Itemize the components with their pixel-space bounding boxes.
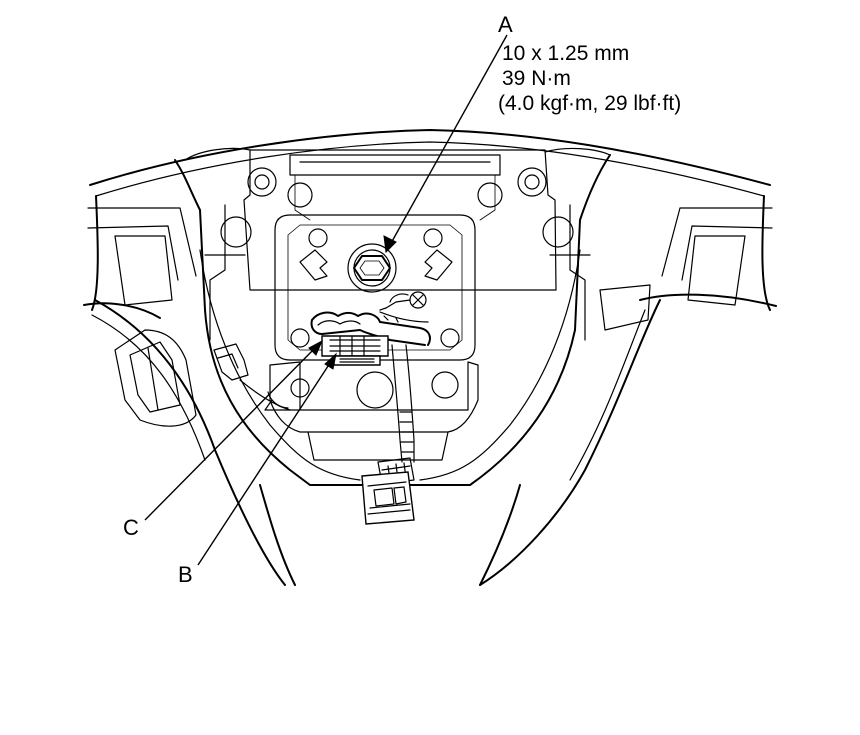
- leader-line-b: [197, 359, 333, 566]
- arrowhead-c: [308, 339, 324, 356]
- left-spoke: [87, 195, 286, 586]
- ground-terminal: [379, 291, 427, 311]
- leader-line-a: [389, 34, 508, 246]
- harness-connector: [361, 457, 415, 525]
- leader-lines: [144, 34, 508, 566]
- harness-lead: [391, 344, 415, 463]
- torque-imperial-label: (4.0 kgf·m, 29 lbf·ft): [498, 92, 681, 115]
- hub-cavity: [174, 147, 611, 586]
- inner-hub-plate: [274, 214, 476, 361]
- torque-nm-label: 39 N·m: [502, 67, 571, 90]
- steering-wheel-rim: [83, 129, 777, 319]
- connector-c: [321, 335, 389, 357]
- callout-c-label: C: [123, 515, 139, 540]
- arrowhead-b: [324, 352, 337, 370]
- callout-a-label: A: [498, 12, 513, 37]
- connector-b: [333, 355, 381, 366]
- lower-bracket: [264, 361, 479, 461]
- left-horn-clip: [213, 343, 291, 411]
- callout-b-label: B: [178, 562, 193, 587]
- center-bolt: [347, 243, 397, 293]
- right-spoke: [479, 195, 773, 586]
- bolt-size-label: 10 x 1.25 mm: [502, 42, 629, 65]
- leader-line-c: [144, 344, 319, 521]
- upper-hub-plate: [204, 149, 591, 341]
- arrowhead-a: [383, 235, 397, 254]
